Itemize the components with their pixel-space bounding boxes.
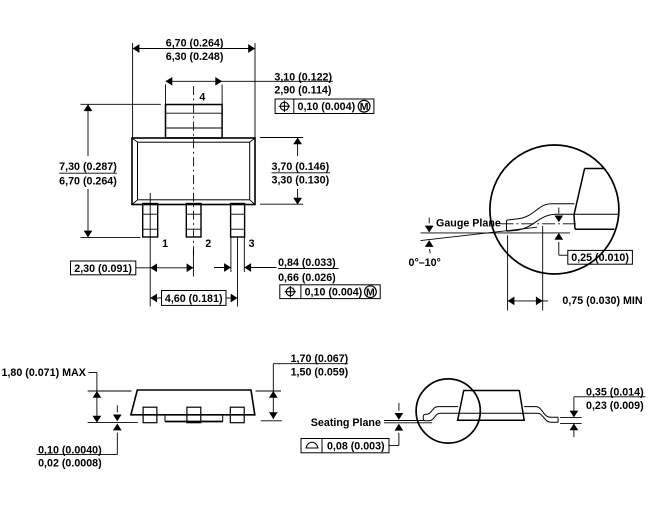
svg-text:4,60 (0.181): 4,60 (0.181) [165, 293, 223, 305]
svg-text:0,35 (0.014): 0,35 (0.014) [586, 386, 644, 398]
svg-text:1: 1 [162, 238, 168, 250]
svg-text:3: 3 [249, 238, 255, 250]
svg-text:2,30 (0.091): 2,30 (0.091) [74, 263, 132, 275]
svg-text:6,30 (0.248): 6,30 (0.248) [166, 51, 224, 63]
svg-text:2,90 (0.114): 2,90 (0.114) [274, 84, 331, 96]
svg-text:6,70 (0.264): 6,70 (0.264) [59, 175, 117, 187]
svg-text:0,75 (0.030) MIN: 0,75 (0.030) MIN [562, 295, 642, 307]
svg-text:0,23 (0.009): 0,23 (0.009) [586, 400, 644, 412]
svg-text:0,10 (0.004): 0,10 (0.004) [305, 287, 363, 299]
svg-text:M: M [360, 101, 369, 113]
svg-text:3,30 (0.130): 3,30 (0.130) [272, 174, 330, 186]
svg-text:6,70 (0.264): 6,70 (0.264) [166, 37, 224, 49]
svg-text:7,30 (0.287): 7,30 (0.287) [59, 161, 117, 173]
svg-text:0°–10°: 0°–10° [409, 257, 441, 269]
svg-text:1,50 (0.059): 1,50 (0.059) [291, 366, 349, 378]
svg-text:1,80 (0.071) MAX: 1,80 (0.071) MAX [2, 367, 87, 379]
svg-text:Seating Plane: Seating Plane [311, 417, 381, 429]
svg-text:3,70 (0.146): 3,70 (0.146) [272, 161, 330, 173]
svg-text:0,02 (0.0008): 0,02 (0.0008) [38, 458, 102, 470]
svg-text:0,25 (0.010): 0,25 (0.010) [571, 252, 629, 264]
svg-text:4: 4 [199, 92, 205, 104]
svg-text:2: 2 [205, 238, 211, 250]
svg-text:M: M [366, 287, 375, 299]
svg-text:0,66 (0.026): 0,66 (0.026) [278, 272, 336, 284]
svg-text:1,70 (0.067): 1,70 (0.067) [291, 353, 349, 365]
svg-text:3,10 (0.122): 3,10 (0.122) [274, 71, 332, 83]
svg-text:0,10 (0.004): 0,10 (0.004) [298, 101, 356, 113]
svg-text:0,08 (0.003): 0,08 (0.003) [327, 440, 385, 452]
svg-text:0,10 (0.0040): 0,10 (0.0040) [38, 444, 102, 456]
svg-text:0,84 (0.033): 0,84 (0.033) [278, 257, 336, 269]
svg-text:Gauge Plane: Gauge Plane [436, 217, 501, 229]
